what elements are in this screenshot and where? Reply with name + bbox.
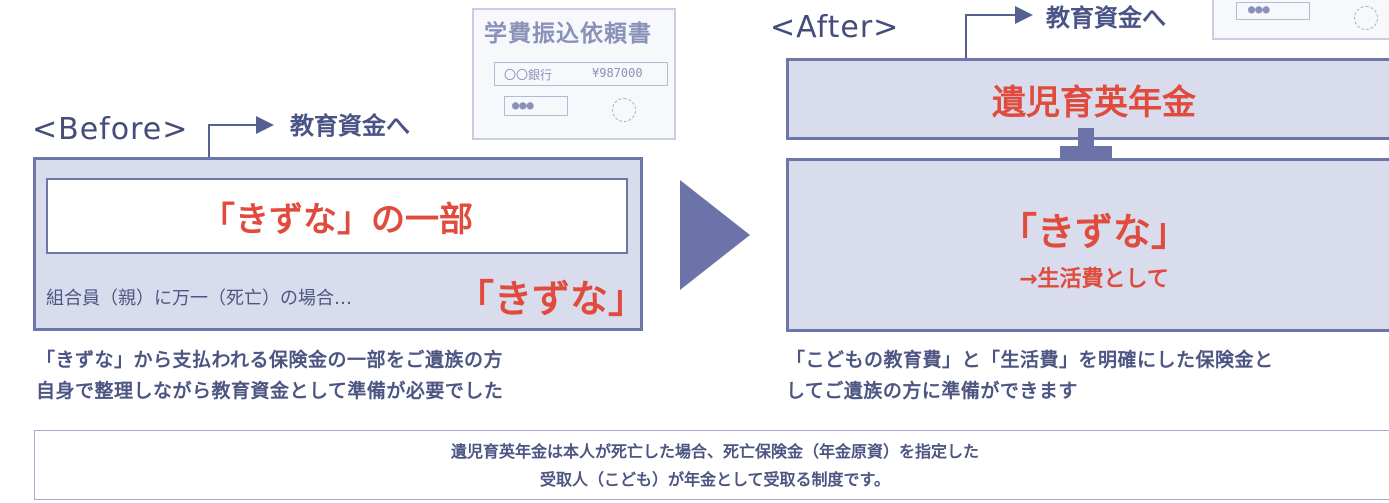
before-caption: 「きずな」から支払われる保険金の一部をご遺族の方 自身で整理しながら教育資金とし… [36, 345, 503, 407]
after-top-title: 遺児育英年金 [992, 82, 1196, 123]
explanation-note: 遺児育英年金は本人が死亡した場合、死亡保険金（年金原資）を指定した 受取人（こど… [34, 430, 1389, 500]
tuition-form-bank-box [494, 62, 668, 86]
after-connector-vertical [965, 14, 967, 58]
after-form-partial: ●●● [1212, 0, 1389, 40]
before-caption-line2: 自身で整理しながら教育資金として準備が必要でした [36, 380, 504, 402]
explanation-line1: 遺児育英年金は本人が死亡した場合、死亡保険金（年金原資）を指定した [450, 442, 979, 461]
tuition-form-account-box [504, 96, 568, 116]
after-form-account-box [1236, 2, 1310, 20]
before-inner-title: 「きずな」の一部 [201, 199, 473, 240]
before-panel: 「きずな」の一部 組合員（親）に万一（死亡）の場合… 「きずな」 [33, 157, 647, 331]
after-arrow-icon [1015, 6, 1033, 24]
before-label: <Before> [32, 112, 189, 147]
tuition-transfer-form: 学費振込依頼書 〇〇銀行 ¥987000 ●●● [472, 8, 676, 140]
after-usage: →生活費として [1019, 267, 1169, 292]
after-product: 「きずな」 [998, 210, 1189, 254]
before-caption-line1: 「きずな」から支払われる保険金の一部をご遺族の方 [36, 349, 504, 371]
before-product: 「きずな」 [456, 277, 647, 321]
tuition-form-title: 学費振込依頼書 [484, 21, 652, 47]
before-connector-vertical [208, 124, 210, 158]
after-caption: 「こどもの教育費」と「生活費」を明確にした保険金と してご遺族の方に準備ができま… [786, 345, 1274, 407]
before-condition: 組合員（親）に万一（死亡）の場合… [46, 288, 352, 309]
after-top-panel: 遺児育英年金 [786, 58, 1389, 140]
before-connector-horizontal [208, 124, 258, 126]
tuition-form-bank: 〇〇銀行 [504, 68, 553, 82]
tuition-form-amount: ¥987000 [592, 66, 643, 80]
tuition-form-account: ●●● [512, 98, 534, 112]
explanation-line2: 受取人（こども）が年金として受取る制度です。 [540, 470, 890, 489]
before-inner-box: 「きずな」の一部 [46, 178, 628, 254]
explanation-note-text: 遺児育英年金は本人が死亡した場合、死亡保険金（年金原資）を指定した 受取人（こど… [35, 431, 1389, 494]
transition-arrow-icon [680, 180, 750, 290]
after-label: <After> [770, 10, 900, 45]
after-form-account: ●●● [1248, 2, 1270, 16]
before-arrow-icon [256, 116, 274, 134]
after-connector-horizontal [965, 14, 1017, 16]
after-form-seal-icon [1354, 6, 1378, 30]
tuition-form-seal-icon [612, 98, 636, 122]
before-destination: 教育資金へ [290, 112, 410, 140]
after-caption-line2: してご遺族の方に準備ができます [786, 380, 1078, 402]
after-bottom-panel: 「きずな」 →生活費として [786, 158, 1389, 332]
after-caption-line1: 「こどもの教育費」と「生活費」を明確にした保険金と [786, 349, 1274, 371]
after-destination: 教育資金へ [1046, 4, 1166, 32]
